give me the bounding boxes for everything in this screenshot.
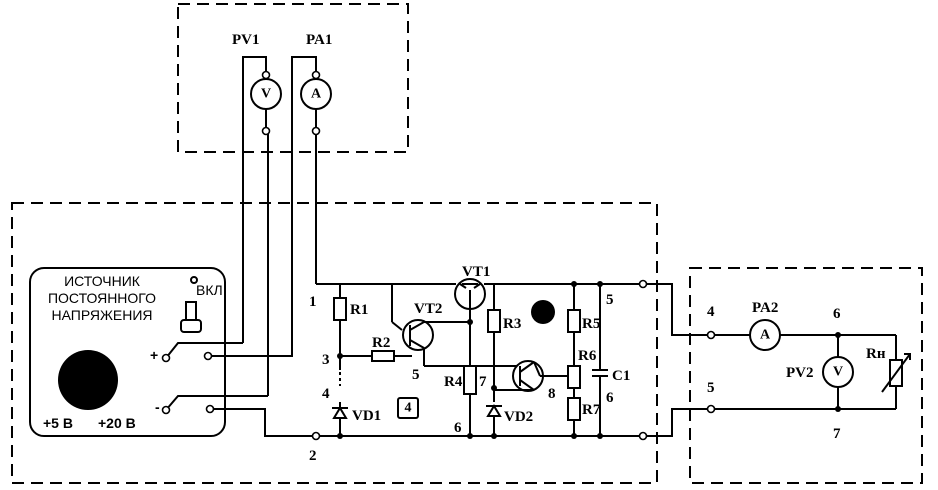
label-plus: + <box>150 347 158 363</box>
load-node-4: 4 <box>707 304 715 320</box>
pa1-label: PA1 <box>306 32 332 48</box>
svg-text:R3: R3 <box>503 316 521 332</box>
resistor-r2 <box>371 350 395 362</box>
node-5: 5 <box>412 367 420 383</box>
svg-text:Rн: Rн <box>866 346 886 362</box>
svg-text:VD2: VD2 <box>504 409 533 425</box>
resistor-r6 <box>567 365 581 389</box>
svg-text:R6: R6 <box>578 348 597 364</box>
pv1-label: PV1 <box>232 32 260 48</box>
label-5v: +5 В <box>43 415 73 431</box>
svg-text:VD1: VD1 <box>352 408 381 424</box>
resistor-r5 <box>567 309 581 333</box>
board-number-marker <box>397 397 419 419</box>
switch-label: ВКЛ <box>196 282 223 298</box>
label-20v: +20 В <box>98 415 136 431</box>
indicator-led <box>190 276 198 284</box>
svg-text:R5: R5 <box>582 316 600 332</box>
power-source-box <box>29 267 226 437</box>
plus-contact <box>165 342 243 359</box>
node-3: 3 <box>322 352 330 368</box>
source-title-line3: НАПРЯЖЕНИЯ <box>51 307 152 323</box>
minus-contact <box>165 395 268 411</box>
svg-text:VT2: VT2 <box>414 301 442 317</box>
resistor-r1 <box>333 297 347 321</box>
source-title-line1: ИСТОЧНИК <box>64 273 141 289</box>
node-4: 4 <box>322 386 330 402</box>
board-marker-dot <box>531 300 555 324</box>
node-2: 2 <box>309 448 317 464</box>
node-7: 7 <box>479 374 487 390</box>
resistor-r3 <box>487 309 501 333</box>
svg-text:R4: R4 <box>444 374 463 390</box>
node-1: 1 <box>309 294 317 310</box>
svg-text:A: A <box>760 328 771 343</box>
zener-vd2 <box>486 404 502 417</box>
svg-text:R7: R7 <box>582 402 601 418</box>
node-6b: 6 <box>606 390 614 406</box>
resistor-r7 <box>567 397 581 421</box>
capacitor-c1: C1 <box>612 368 630 384</box>
svg-text:R2: R2 <box>372 335 390 351</box>
load-node-7: 7 <box>833 426 841 442</box>
svg-text:V: V <box>261 87 271 102</box>
load-panel-box <box>689 267 923 484</box>
zener-vd1 <box>332 406 348 419</box>
svg-text:VT1: VT1 <box>462 264 490 280</box>
pv2-label: PV2 <box>786 365 814 381</box>
svg-text:A: A <box>311 87 322 102</box>
source-title-line2: ПОСТОЯННОГО <box>48 290 156 306</box>
source-knob[interactable] <box>58 350 118 410</box>
node-5b: 5 <box>606 292 614 308</box>
load-node-5: 5 <box>707 380 715 396</box>
svg-text:4: 4 <box>405 401 412 416</box>
power-toggle-switch[interactable] <box>180 301 202 333</box>
meter-panel-box <box>177 3 409 153</box>
main-board-box <box>11 202 658 484</box>
node-6: 6 <box>454 420 462 436</box>
pa2-label: PA2 <box>752 300 778 316</box>
label-minus: - <box>155 399 160 415</box>
load-node-6: 6 <box>833 306 841 322</box>
svg-text:R1: R1 <box>350 302 368 318</box>
resistor-r4 <box>463 365 477 395</box>
node-8: 8 <box>548 386 556 402</box>
svg-text:V: V <box>833 365 843 380</box>
